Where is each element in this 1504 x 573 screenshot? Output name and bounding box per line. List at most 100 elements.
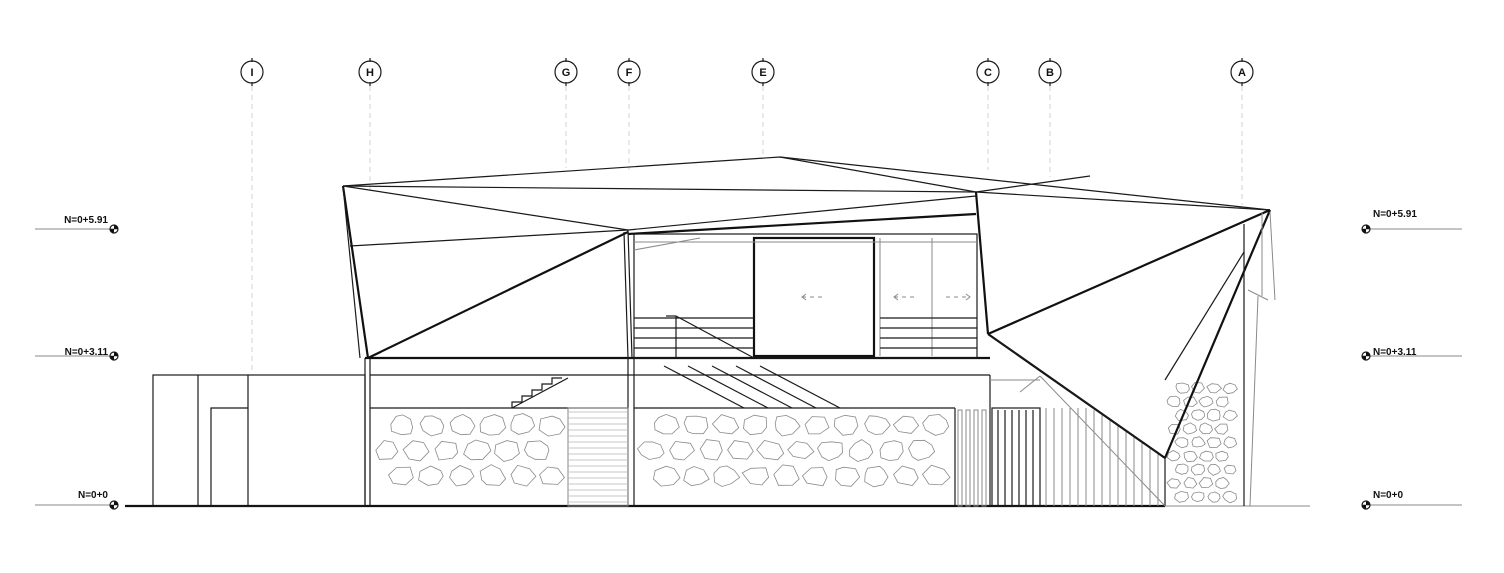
stone-block — [683, 415, 709, 435]
axis-marker-e: E — [751, 58, 775, 86]
stone-block — [713, 465, 741, 487]
axis-marker-f: F — [617, 58, 641, 86]
slat-gate — [991, 407, 1041, 507]
louver-frame — [567, 407, 629, 507]
axis-marker-i: I — [240, 58, 264, 86]
stone-block — [449, 413, 476, 436]
stone-block — [787, 441, 815, 460]
sliding-arrow-icon — [946, 293, 971, 301]
stone-block — [463, 439, 492, 461]
louver-panel — [567, 407, 629, 507]
stone-block — [388, 466, 414, 486]
stone-block — [524, 440, 550, 460]
stone-block — [1182, 422, 1197, 435]
stone-wall-center — [636, 413, 951, 488]
grid-axis-markers: I H G F E C B — [240, 58, 1254, 86]
stone-block — [833, 414, 859, 436]
stone-block — [756, 439, 785, 461]
stone-block — [1223, 464, 1237, 475]
axis-marker-b: B — [1038, 58, 1062, 86]
stone-block — [1199, 422, 1213, 435]
slat — [981, 409, 987, 507]
stone-block — [1206, 408, 1221, 422]
stone-block — [922, 413, 950, 436]
level-label: N=0+5.91 — [64, 215, 108, 226]
stone-block — [879, 440, 904, 461]
stone-block — [864, 415, 891, 435]
faceted-roof — [341, 156, 1276, 507]
stone-block — [1191, 436, 1206, 448]
stone-block — [1174, 490, 1189, 503]
stone-block — [1174, 437, 1189, 449]
stone-block — [727, 440, 754, 460]
stone-block — [683, 466, 710, 487]
balcony-railing — [634, 315, 977, 359]
axis-label: I — [250, 67, 253, 79]
stone-block — [1206, 383, 1223, 394]
axis-marker-g: G — [554, 58, 578, 86]
level-label: N=0+3.11 — [1373, 347, 1417, 358]
stone-block — [449, 465, 475, 487]
stone-block — [1214, 423, 1229, 435]
level-label: N=0+5.91 — [1373, 209, 1417, 220]
axis-marker-h: H — [358, 58, 382, 86]
stone-block — [1215, 396, 1229, 408]
stone-block — [908, 439, 936, 461]
stone-block — [1190, 463, 1206, 476]
stone-block — [817, 441, 843, 462]
stone-block — [1191, 491, 1205, 503]
axis-label: C — [984, 67, 992, 79]
stone-block — [1207, 491, 1221, 503]
stone-block — [893, 465, 919, 486]
stone-block — [1206, 437, 1222, 448]
stone-block — [801, 467, 828, 487]
stone-block — [1191, 409, 1206, 421]
stone-block — [1183, 476, 1198, 489]
stone-block — [804, 416, 830, 435]
stone-block — [1191, 381, 1205, 394]
axis-marker-a: A — [1230, 58, 1254, 86]
stone-block — [1222, 382, 1238, 395]
stone-block — [1223, 436, 1238, 449]
stone-block — [1166, 478, 1182, 489]
level-right-middle: N=0+3.11 — [1361, 347, 1462, 361]
stone-block — [1222, 490, 1238, 504]
sliding-arrow-icon — [801, 293, 826, 301]
axis-marker-c: C — [976, 58, 1000, 86]
stone-block — [1198, 395, 1214, 408]
stone-block — [743, 414, 768, 436]
stone-block — [1215, 450, 1229, 462]
sliding-arrow-icon — [893, 293, 918, 301]
axis-label: B — [1046, 67, 1054, 79]
stone-block — [711, 414, 740, 435]
stone-block — [741, 467, 770, 486]
stone-block — [892, 415, 920, 434]
stone-block — [1222, 409, 1238, 421]
ground-floor-volume — [364, 356, 991, 506]
stone-block — [1166, 395, 1181, 407]
level-left-top: N=0+5.91 — [35, 215, 119, 234]
stone-wall-left — [375, 413, 566, 487]
stone-block — [434, 440, 459, 461]
stone-block — [849, 439, 874, 462]
stone-block — [1175, 382, 1190, 394]
level-left-ground: N=0+0 — [35, 490, 119, 510]
level-label: N=0+3.11 — [65, 347, 109, 358]
stone-block — [375, 440, 399, 460]
stone-block — [652, 465, 681, 487]
stone-block — [1198, 477, 1214, 489]
stone-block — [864, 465, 889, 488]
stone-block — [510, 413, 536, 435]
stone-block — [773, 464, 800, 486]
stone-block — [699, 439, 723, 461]
level-right-top: N=0+5.91 — [1361, 209, 1462, 234]
level-label: N=0+0 — [78, 490, 108, 501]
slat-screen — [957, 379, 1159, 507]
axis-label: A — [1238, 67, 1246, 79]
stone-block — [1175, 463, 1189, 475]
stone-block — [479, 464, 507, 486]
stone-block — [1183, 450, 1198, 463]
stone-block — [669, 441, 696, 461]
stone-block — [835, 466, 861, 487]
